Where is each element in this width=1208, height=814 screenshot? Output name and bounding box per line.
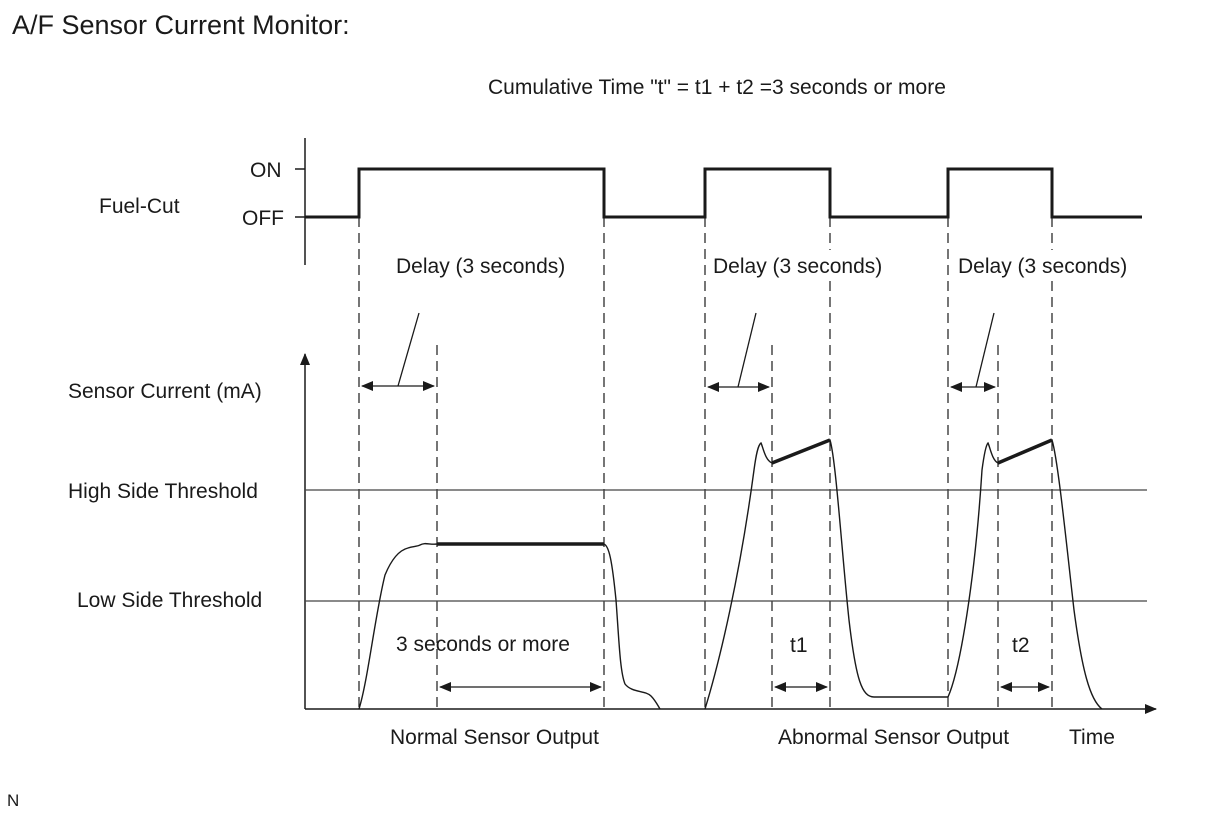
off-level-label: OFF — [242, 207, 284, 230]
dashed-guides — [358, 217, 1053, 709]
fuel-cut-label: Fuel-Cut — [99, 195, 180, 218]
diagram-title: A/F Sensor Current Monitor: — [12, 10, 350, 40]
delay-leader — [397, 312, 420, 387]
delay-label: Delay (3 seconds) — [713, 255, 882, 278]
t2-label: t2 — [1012, 634, 1030, 657]
delay-label: Delay (3 seconds) — [396, 255, 565, 278]
sensor-current-label: Sensor Current (mA) — [68, 380, 262, 403]
delay-indicators — [361, 312, 996, 392]
abnormal-sensor-curve — [947, 439, 1103, 710]
high-threshold-label: High Side Threshold — [68, 480, 258, 503]
abnormal-output-label: Abnormal Sensor Output — [778, 726, 1009, 749]
delay-leader — [975, 312, 995, 388]
footnote-code: N — [7, 791, 19, 810]
fuel-cut-signal — [305, 167, 1142, 219]
abnormal-monitor-segment — [771, 438, 831, 465]
duration-label: 3 seconds or more — [396, 633, 570, 656]
abnormal-sensor-curve — [704, 439, 948, 710]
on-level-label: ON — [250, 159, 282, 182]
low-threshold-label: Low Side Threshold — [77, 589, 262, 612]
normal-output-label: Normal Sensor Output — [390, 726, 599, 749]
time-axis-label: Time — [1069, 726, 1115, 749]
abnormal-monitor-segment — [997, 438, 1053, 465]
t1-label: t1 — [790, 634, 808, 657]
delay-label: Delay (3 seconds) — [958, 255, 1127, 278]
normal-sensor-curve — [358, 542, 661, 710]
delay-leader — [737, 312, 757, 388]
cumulative-time-note: Cumulative Time "t" = t1 + t2 =3 seconds… — [488, 76, 946, 99]
